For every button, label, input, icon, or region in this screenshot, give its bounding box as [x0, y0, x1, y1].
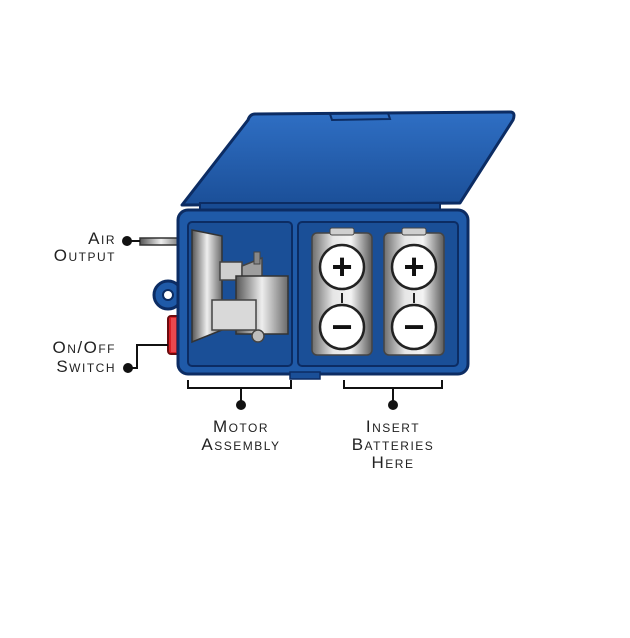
on-off-switch-callout: On/Off Switch [53, 338, 168, 376]
positive-terminal-icon [318, 243, 366, 291]
on-off-label-line1: On/Off [53, 338, 117, 357]
air-output-label-line1: Air [88, 229, 116, 248]
positive-terminal-icon [390, 243, 438, 291]
on-off-label-line2: Switch [56, 357, 116, 376]
insert-batteries-label-line1: Insert [366, 417, 420, 436]
air-output-label-line2: Output [54, 246, 116, 265]
motor-assembly-label-line1: Motor [213, 417, 269, 436]
insert-batteries-label-line3: Here [372, 453, 415, 472]
negative-symbol: − [331, 306, 352, 347]
negative-terminal-icon [318, 303, 366, 351]
battery-slot-2: + − [383, 227, 445, 356]
insert-batteries-callout: Insert Batteries Here [343, 380, 443, 472]
case-lid [180, 110, 516, 214]
battery-slot-1: + − [311, 227, 373, 356]
negative-terminal-icon [390, 303, 438, 351]
negative-symbol: − [403, 306, 424, 347]
motor-assembly [191, 229, 289, 344]
air-output-nozzle [139, 237, 183, 246]
positive-symbol: + [331, 246, 352, 287]
insert-batteries-label-line2: Batteries [352, 435, 435, 454]
motor-assembly-callout: Motor Assembly [187, 380, 292, 454]
motor-assembly-label-line2: Assembly [201, 435, 280, 454]
air-output-callout: Air Output [54, 229, 140, 265]
positive-symbol: + [403, 246, 424, 287]
